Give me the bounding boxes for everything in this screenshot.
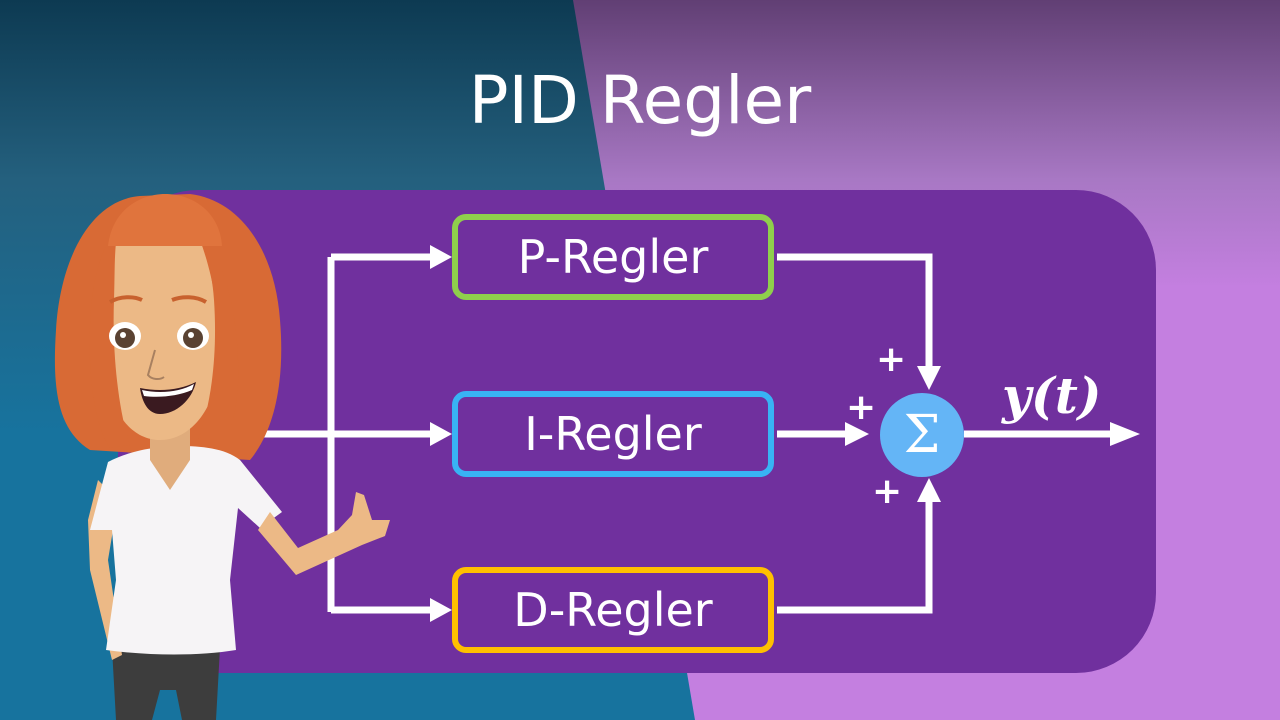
plus-sign-bottom: + (872, 471, 903, 512)
p-regler-block: P-Regler (452, 214, 774, 300)
d-regler-label: D-Regler (513, 583, 713, 637)
plus-sign-left: + (846, 387, 877, 428)
output-label: y(t) (1002, 366, 1102, 425)
arrow-to-d (430, 598, 452, 622)
arrow-to-i (430, 422, 452, 446)
summation-node: Σ (880, 393, 964, 477)
p-regler-label: P-Regler (517, 230, 709, 284)
i-regler-block: I-Regler (452, 391, 774, 477)
arrow-p-sum (917, 366, 941, 390)
arrow-to-p (430, 245, 452, 269)
arrow-d-sum (917, 478, 941, 502)
d-regler-block: D-Regler (452, 567, 774, 653)
i-regler-label: I-Regler (524, 407, 702, 461)
arrow-output (1110, 422, 1140, 446)
page-title: PID Regler (468, 62, 812, 139)
arrow-i-sum (845, 422, 869, 446)
plus-sign-top: + (876, 339, 907, 380)
input-label: ) (258, 366, 278, 424)
wire-d-to-sum (777, 500, 933, 614)
sigma-icon: Σ (903, 405, 941, 465)
wire-p-to-sum (777, 253, 933, 370)
